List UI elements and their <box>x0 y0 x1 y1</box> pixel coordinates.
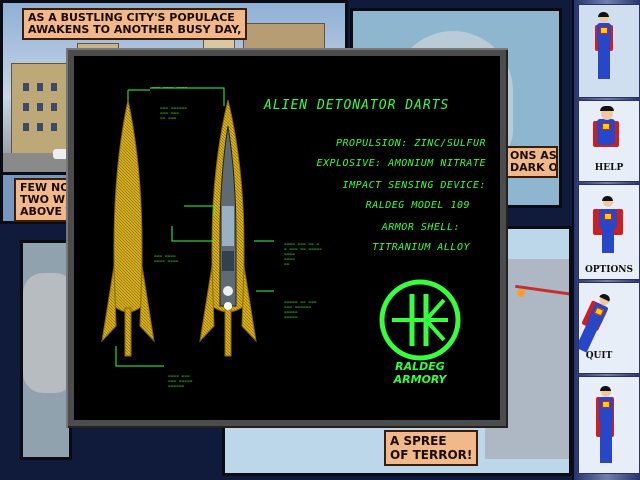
caption-line: FEW NOT <box>20 181 78 194</box>
annotation-note: === ==== ==== ==== <box>154 254 179 264</box>
quit-button[interactable]: QUIT <box>578 282 640 374</box>
caption-line: OF TERROR! <box>390 448 473 462</box>
car <box>53 149 73 159</box>
rocket-exterior <box>101 99 155 357</box>
caption-line: AS A BUSTLING CITY'S POPULACE <box>28 11 235 24</box>
raldeg-armory-logo-icon <box>379 279 461 361</box>
help-label: HELP <box>594 163 624 173</box>
rocket-cutaway <box>199 99 257 357</box>
annotation-note: === ====== === === == === <box>160 106 188 121</box>
annotation-note: ==== === == = = === == ===== ==== ==== =… <box>284 242 322 267</box>
spec-armor-value: TITRANIUM ALLOY <box>372 242 470 253</box>
caption-line: A SPREE <box>390 434 447 448</box>
caption-line: TWO WE <box>20 193 73 206</box>
spec-explosive: EXPLOSIVE: AMONIUM NITRATE <box>316 158 486 169</box>
caption-top: AS A BUSTLING CITY'S POPULACE AWAKENS TO… <box>22 8 248 40</box>
weapon-dossier-window: === ==== ==== === ====== === === == === … <box>66 48 508 428</box>
spec-impact-value: RALDEG MODEL 109 <box>365 200 470 211</box>
armory-logo-text: RALDEG ARMORY <box>370 360 470 386</box>
logo-line: RALDEG <box>395 360 445 373</box>
options-label: OPTIONS <box>584 265 634 275</box>
spec-propulsion: PROPULSION: ZINC/SULFUR <box>336 138 486 149</box>
logo-line: ARMORY <box>393 373 447 386</box>
annotation-note: ===== == === === ====== ===== ===== <box>284 300 317 320</box>
caption-line: DARK ON <box>510 161 558 174</box>
spec-armor-label: ARMOR SHELL: <box>381 222 460 233</box>
leader-lines <box>115 87 274 367</box>
options-button[interactable]: OPTIONS <box>578 184 640 280</box>
annotation-note: === ==== ==== <box>152 86 188 91</box>
annotation-note: ==== === === ===== ====== <box>168 374 193 389</box>
quit-label: QUIT <box>585 351 613 361</box>
caption-right: ONS AS DARK ON <box>504 146 558 178</box>
comic-panel <box>20 240 72 460</box>
caption-bottom: A SPREE OF TERROR! <box>384 430 479 466</box>
sidebar: HELP OPTIONS QUIT <box>572 0 640 480</box>
sidebar-hero-landing <box>578 376 640 474</box>
dossier-screen: === ==== ==== === ====== === === == === … <box>74 56 500 420</box>
help-button[interactable]: HELP <box>578 100 640 182</box>
rocket-schematic <box>101 87 461 367</box>
caption-line: ABOVE T <box>20 205 74 218</box>
weapon-title: ALIEN DETONATOR DARTS <box>264 98 450 113</box>
caption-line: ONS AS <box>510 149 557 162</box>
caption-line: AWAKENS TO ANOTHER BUSY DAY, <box>28 23 242 36</box>
sidebar-hero-flying <box>578 4 640 98</box>
spec-impact-label: IMPACT SENSING DEVICE: <box>342 180 486 191</box>
